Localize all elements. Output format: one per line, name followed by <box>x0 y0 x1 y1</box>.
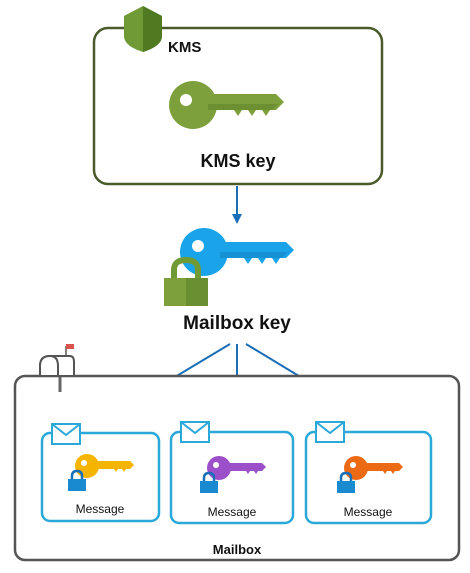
message-card: Message <box>304 421 433 525</box>
message-card: Message <box>169 421 295 525</box>
envelope-icon <box>315 421 345 443</box>
mailbox-icon <box>39 344 75 392</box>
message-label: Message <box>76 502 125 516</box>
padlock-icon <box>200 471 218 493</box>
padlock-icon <box>337 471 355 493</box>
padlock-icon <box>164 256 208 306</box>
kms-key-label: KMS key <box>200 151 275 171</box>
message-border <box>40 431 161 523</box>
mailbox-label: Mailbox <box>213 542 262 557</box>
mailbox-key-group: Mailbox key <box>164 228 294 334</box>
mailbox-key-label: Mailbox key <box>183 313 291 334</box>
envelope-icon <box>180 421 210 443</box>
padlock-icon <box>68 469 86 491</box>
kms-shield-icon <box>124 6 162 52</box>
kms-group: KMS KMS key <box>92 6 384 186</box>
message-border <box>169 430 295 525</box>
envelope-icon <box>51 423 81 445</box>
kms-label: KMS <box>168 39 201 56</box>
message-border <box>304 430 433 525</box>
mailbox-group: Mailbox Message <box>13 344 461 562</box>
message-label: Message <box>344 505 393 519</box>
message-label: Message <box>208 505 257 519</box>
kms-key-icon <box>169 81 284 129</box>
message-card: Message <box>40 423 161 523</box>
